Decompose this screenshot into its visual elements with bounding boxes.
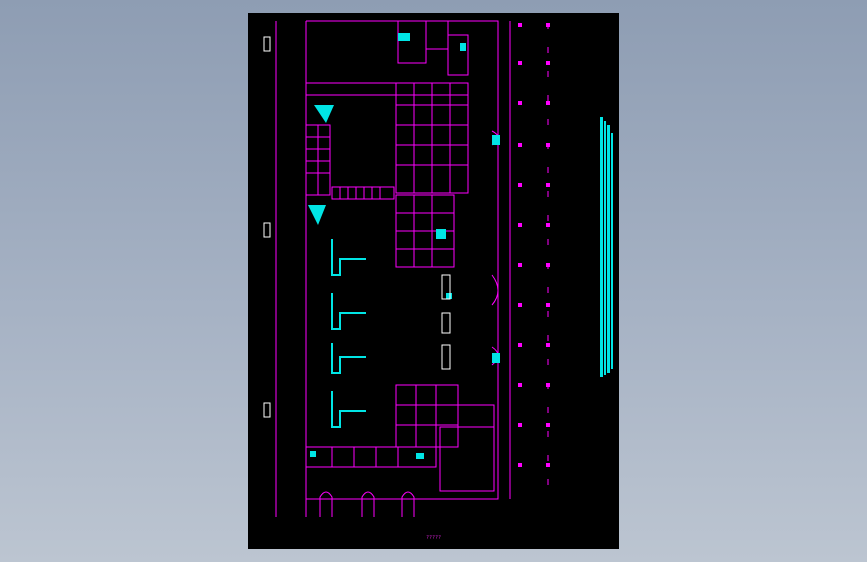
fixture-top xyxy=(398,33,410,41)
vertical-transport xyxy=(263,36,451,418)
room-column-left xyxy=(305,124,331,196)
room-stack-middle xyxy=(395,194,455,268)
room-block-lower xyxy=(395,384,495,448)
annotation-notes xyxy=(600,117,613,377)
drawing-caption: ????? xyxy=(425,535,442,541)
entrance-arch-2 xyxy=(361,491,375,517)
stair-symbol-middle xyxy=(308,205,326,225)
floor-plan-drawing xyxy=(263,20,613,517)
column-grid-markers xyxy=(518,23,550,467)
shop-strip xyxy=(305,446,437,468)
escalator-ramps xyxy=(331,239,366,428)
stair-symbol-upper xyxy=(314,105,334,123)
entrance-arch-3 xyxy=(401,491,415,517)
room-grid-upper xyxy=(395,82,469,194)
entrance-arch-1 xyxy=(319,491,333,517)
cad-viewport[interactable]: ????? xyxy=(248,13,619,549)
